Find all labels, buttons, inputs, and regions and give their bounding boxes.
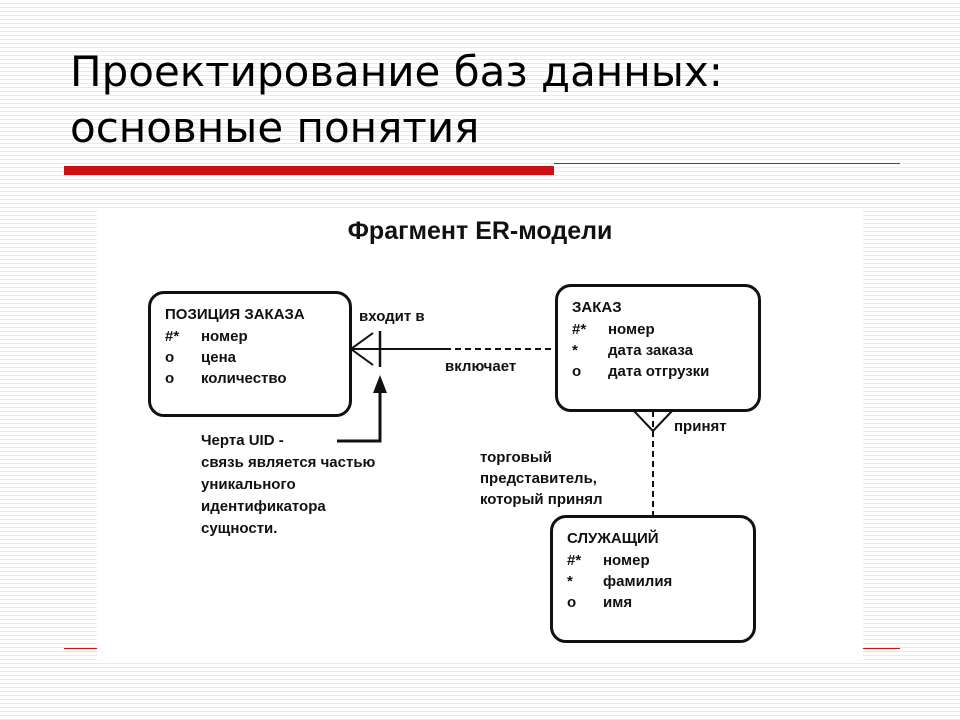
entity-employee: СЛУЖАЩИЙ #* номер * фамилия o имя <box>550 515 756 643</box>
attribute-row: * дата заказа <box>572 340 748 361</box>
attribute-name: дата заказа <box>608 342 693 359</box>
attribute-marker: o <box>567 594 577 611</box>
title-underline-thin <box>554 163 900 164</box>
uid-note: Черта UID - связь является частью уникал… <box>201 430 375 540</box>
attribute-marker: o <box>165 370 175 387</box>
relationship-label-includes: включает <box>445 358 517 375</box>
attribute-row: #* номер <box>165 326 339 347</box>
uid-arrow-head <box>373 375 387 393</box>
attribute-marker: o <box>572 363 582 380</box>
sales-rep-line: торговый <box>480 449 552 466</box>
attribute-row: o количество <box>165 368 339 389</box>
attribute-marker: * <box>572 342 578 359</box>
attribute-name: имя <box>603 594 633 611</box>
uid-note-line: Черта UID - <box>201 432 284 449</box>
er-diagram-figure: Фрагмент ER-модели ПОЗИЦИЯ ЗАКАЗА #* номе… <box>97 209 863 661</box>
attribute-name: цена <box>201 349 236 366</box>
sales-rep-line: который принял <box>480 491 603 508</box>
entity-name: ПОЗИЦИЯ ЗАКАЗА <box>165 306 305 323</box>
relationship-label-enters: входит в <box>359 308 425 325</box>
uid-note-line: сущности. <box>201 520 278 537</box>
attribute-name: фамилия <box>603 573 673 590</box>
attribute-row: o цена <box>165 347 339 368</box>
attribute-marker: o <box>165 349 175 366</box>
slide-title-line-1: Проектирование баз данных: <box>70 47 723 96</box>
entity-name: СЛУЖАЩИЙ <box>567 530 659 547</box>
footer-rule-right <box>860 648 900 649</box>
sales-rep-line: представитель, <box>480 470 597 487</box>
attribute-row: #* номер <box>567 550 743 571</box>
attribute-name: дата отгрузки <box>608 363 710 380</box>
relationship-label-accepted: принят <box>674 418 727 435</box>
attribute-name: количество <box>201 370 287 387</box>
attribute-name: номер <box>608 321 655 338</box>
uid-note-line: уникального <box>201 476 296 493</box>
uid-note-line: идентификатора <box>201 498 326 515</box>
entity-order-position: ПОЗИЦИЯ ЗАКАЗА #* номер o цена o количество <box>148 291 352 417</box>
slide-title: Проектирование баз данных: основные поня… <box>70 44 723 156</box>
slide-title-line-2: основные понятия <box>70 103 480 152</box>
title-underline-thick <box>64 166 554 175</box>
relationship-label-sales-rep: торговый представитель, который принял <box>480 447 603 510</box>
attribute-row: o имя <box>567 592 743 613</box>
attribute-marker: #* <box>572 321 587 338</box>
attribute-row: #* номер <box>572 319 748 340</box>
uid-arrow-line <box>337 389 382 443</box>
footer-rule-left <box>64 648 100 649</box>
entity-order: ЗАКАЗ #* номер * дата заказа o дата отгрузк… <box>555 284 761 412</box>
attribute-marker: #* <box>567 552 582 569</box>
attribute-name: номер <box>201 328 248 345</box>
figure-title: Фрагмент ER-модели <box>347 217 613 245</box>
attribute-marker: #* <box>165 328 180 345</box>
attribute-name: номер <box>603 552 650 569</box>
attribute-row: o дата отгрузки <box>572 361 748 382</box>
entity-name: ЗАКАЗ <box>572 299 622 316</box>
attribute-marker: * <box>567 573 573 590</box>
attribute-row: * фамилия <box>567 571 743 592</box>
uid-note-line: связь является частью <box>201 454 376 471</box>
